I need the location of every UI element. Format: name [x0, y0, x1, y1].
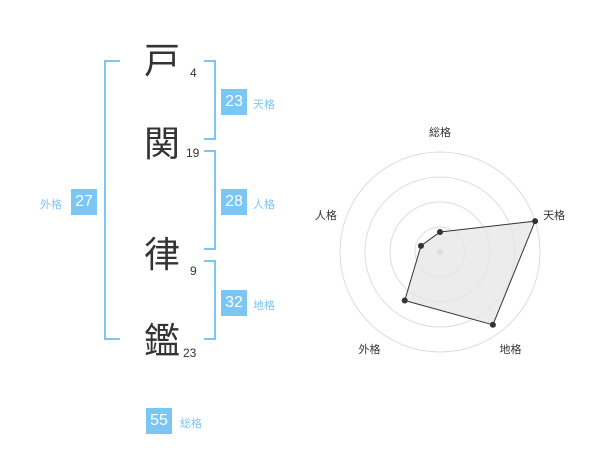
- radar-grid-ring-4: [339, 151, 541, 353]
- name-char-1: 戸: [143, 41, 180, 82]
- radar-point-1: [437, 229, 443, 235]
- radar-points: [401, 218, 539, 328]
- tenkaku-value: 23: [221, 89, 247, 115]
- jinkaku-bracket: [204, 150, 216, 250]
- name-char-4: 鑑: [143, 321, 180, 362]
- stroke-count-3: 9: [190, 264, 197, 278]
- chikaku-value: 32: [221, 290, 247, 316]
- gaikaku-label: 外格: [40, 198, 62, 211]
- radar-point-5: [417, 242, 424, 249]
- stroke-count-2: 19: [186, 146, 200, 160]
- soukaku-value: 55: [146, 408, 172, 434]
- radar-axis-label-2: 天格: [543, 208, 565, 222]
- radar-point-2: [532, 218, 539, 225]
- radar-point-3: [489, 321, 496, 328]
- gaikaku-bracket: [104, 60, 120, 340]
- radar-axis-label-5: 人格: [315, 208, 337, 222]
- stroke-count-1: 4: [190, 66, 197, 80]
- radar-axis-label-3: 地格: [500, 342, 522, 356]
- chikaku-label: 地格: [253, 299, 275, 312]
- gaikaku-value: 27: [71, 189, 97, 215]
- radar-axis-label-1: 総格: [429, 125, 451, 139]
- radar-axis-label-4: 外格: [358, 342, 380, 356]
- jinkaku-label: 人格: [253, 198, 275, 211]
- stroke-count-4: 23: [183, 346, 197, 360]
- chikaku-bracket: [204, 260, 216, 340]
- name-char-3: 律: [143, 235, 180, 276]
- radar-polygon: [404, 220, 536, 326]
- jinkaku-value: 28: [221, 189, 247, 215]
- tenkaku-label: 天格: [253, 98, 275, 111]
- tenkaku-bracket: [204, 60, 216, 140]
- radar-point-4: [401, 297, 408, 304]
- soukaku-label: 総格: [180, 417, 202, 430]
- name-char-2: 関: [143, 124, 180, 165]
